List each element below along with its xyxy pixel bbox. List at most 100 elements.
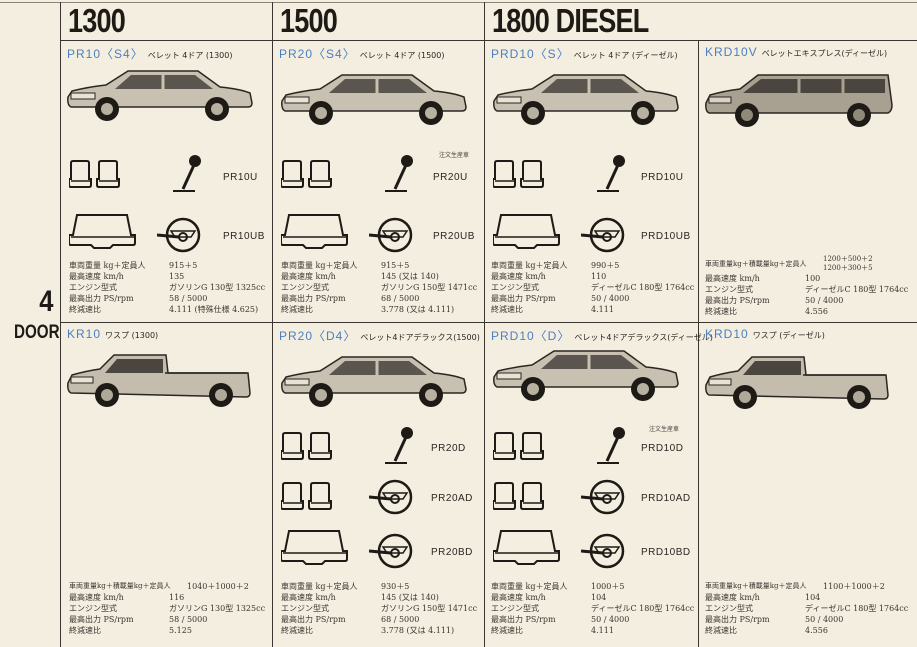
option-code: PR10UB — [223, 231, 265, 242]
spec-label: 最高速度 km/h — [281, 272, 336, 281]
left-rule — [60, 2, 61, 647]
spec-value: 50 / 4000 — [805, 296, 844, 305]
spec-value: ディーゼルC 180型 1764cc — [805, 604, 909, 613]
spec-value: 990＋5 — [591, 261, 620, 270]
spec-label: エンジン型式 — [69, 604, 117, 613]
bench-seat-icon — [281, 214, 348, 249]
bucket-seats-icon — [281, 432, 332, 460]
column-shift-icon — [369, 533, 413, 569]
spec-value: 58 / 5000 — [169, 294, 208, 303]
spec-value: 4.556 — [805, 626, 828, 635]
floor-shift-icon — [383, 427, 415, 465]
spec-label: 最高出力 PS/rpm — [281, 294, 346, 303]
spec-value: 1040＋1000＋2 — [187, 582, 249, 591]
spec-value: 915＋5 — [169, 261, 198, 270]
option-code: PRD10D — [641, 443, 684, 454]
sedan-car-image — [492, 349, 680, 403]
model-card-pr10-s4: PR10〈S4〉ベレット 4ドア (1300) PR10U PR10UB 車両重… — [61, 41, 272, 322]
spec-label: 車両重量 kg＋定員人 — [281, 582, 358, 591]
bench-seat-icon — [69, 214, 136, 249]
bench-seat-icon — [493, 214, 560, 249]
spec-value: 104 — [805, 593, 821, 602]
spec-label: 終減速比 — [705, 307, 737, 316]
spec-value: ディーゼルC 180型 1764cc — [591, 604, 695, 613]
model-name: ベレット 4ドア (1300) — [147, 51, 233, 60]
sedan-car-image — [280, 73, 468, 127]
spec-label: エンジン型式 — [491, 283, 539, 292]
bench-seat-icon — [493, 530, 560, 565]
option-code: PRD10U — [641, 172, 684, 183]
model-title: PRD10〈S〉ベレット 4ドア (ディーゼル) — [491, 45, 678, 62]
spec-value: 50 / 4000 — [805, 615, 844, 624]
spec-value: 145 (又は 140) — [381, 272, 439, 281]
spec-label: 最高速度 km/h — [491, 593, 546, 602]
model-code: PR20〈S4〉 — [279, 47, 356, 61]
col-divider-1 — [272, 2, 273, 647]
spec-value: 4.111 (特殊仕様 4.625) — [169, 305, 259, 314]
spec-value: 50 / 4000 — [591, 615, 630, 624]
spec-label: 車両重量kg＋積載量kg＋定員人 — [69, 582, 171, 590]
model-name: ベレットエキスプレス(ディーゼル) — [761, 49, 888, 58]
spec-label: 最高出力 PS/rpm — [69, 294, 134, 303]
spec-label: 最高速度 km/h — [705, 274, 760, 283]
made-to-order-note: 注文生産車 — [649, 426, 680, 433]
spec-label: エンジン型式 — [281, 283, 329, 292]
spec-label: 最高出力 PS/rpm — [705, 296, 770, 305]
column-shift-icon — [581, 533, 625, 569]
made-to-order-note: 注文生産車 — [439, 152, 470, 159]
model-code: KRD10V — [705, 45, 758, 59]
option-code: PRD10AD — [641, 493, 691, 504]
heading-1500: 1500 — [280, 2, 338, 39]
bucket-seats-icon — [493, 482, 544, 510]
spec-value: ディーゼルC 180型 1764cc — [805, 285, 909, 294]
spec-value: ガソリンG 150型 1471cc — [381, 604, 478, 613]
column-shift-icon — [369, 479, 413, 515]
spec-value: 100 — [805, 274, 821, 283]
bench-seat-icon — [281, 530, 348, 565]
spec-label: エンジン型式 — [705, 604, 753, 613]
model-name: ベレット 4ドア (1500) — [359, 51, 445, 60]
bucket-seats-icon — [281, 160, 332, 188]
spec-value: 3.778 (又は 4.111) — [381, 305, 455, 314]
model-name: ワスプ (ディーゼル) — [752, 331, 825, 340]
spec-value: 915＋5 — [381, 261, 410, 270]
spec-table: 車両重量 kg＋定員人 915＋5 最高速度 km/h 145 (又は 140) エ… — [281, 260, 477, 315]
spec-label: 終減速比 — [705, 626, 737, 635]
spec-label: エンジン型式 — [69, 283, 117, 292]
spec-label: 終減速比 — [69, 305, 101, 314]
spec-value: 104 — [591, 593, 607, 602]
spec-label: 終減速比 — [491, 305, 523, 314]
column-shift-icon — [157, 217, 201, 253]
option-code: PR20D — [431, 443, 466, 454]
model-name: ベレット 4ドア (ディーゼル) — [573, 51, 678, 60]
spec-value: ガソリンG 130型 1325cc — [169, 283, 266, 292]
spec-value: 145 (又は 140) — [381, 593, 439, 602]
heading-1300: 1300 — [68, 2, 126, 39]
model-title: PR20〈S4〉ベレット 4ドア (1500) — [279, 45, 444, 62]
bucket-seats-icon — [69, 160, 120, 188]
spec-label: 最高速度 km/h — [491, 272, 546, 281]
column-shift-icon — [369, 217, 413, 253]
option-code: PRD10UB — [641, 231, 691, 242]
spec-label: エンジン型式 — [705, 285, 753, 294]
option-code: PR10U — [223, 172, 258, 183]
option-code: PR20BD — [431, 547, 473, 558]
sedan-car-image — [66, 69, 254, 123]
option-code: PR20UB — [433, 231, 475, 242]
spec-label: 車両重量 kg＋定員人 — [281, 261, 358, 270]
spec-label: 最高速度 km/h — [705, 593, 760, 602]
bucket-seats-icon — [493, 432, 544, 460]
model-card-prd10-s: PRD10〈S〉ベレット 4ドア (ディーゼル) PRD10U PRD10UB … — [485, 41, 698, 322]
spec-label: エンジン型式 — [491, 604, 539, 613]
bucket-seats-icon — [493, 160, 544, 188]
spec-label: 最高出力 PS/rpm — [705, 615, 770, 624]
spec-value: 1100＋1000＋2 — [823, 582, 885, 591]
